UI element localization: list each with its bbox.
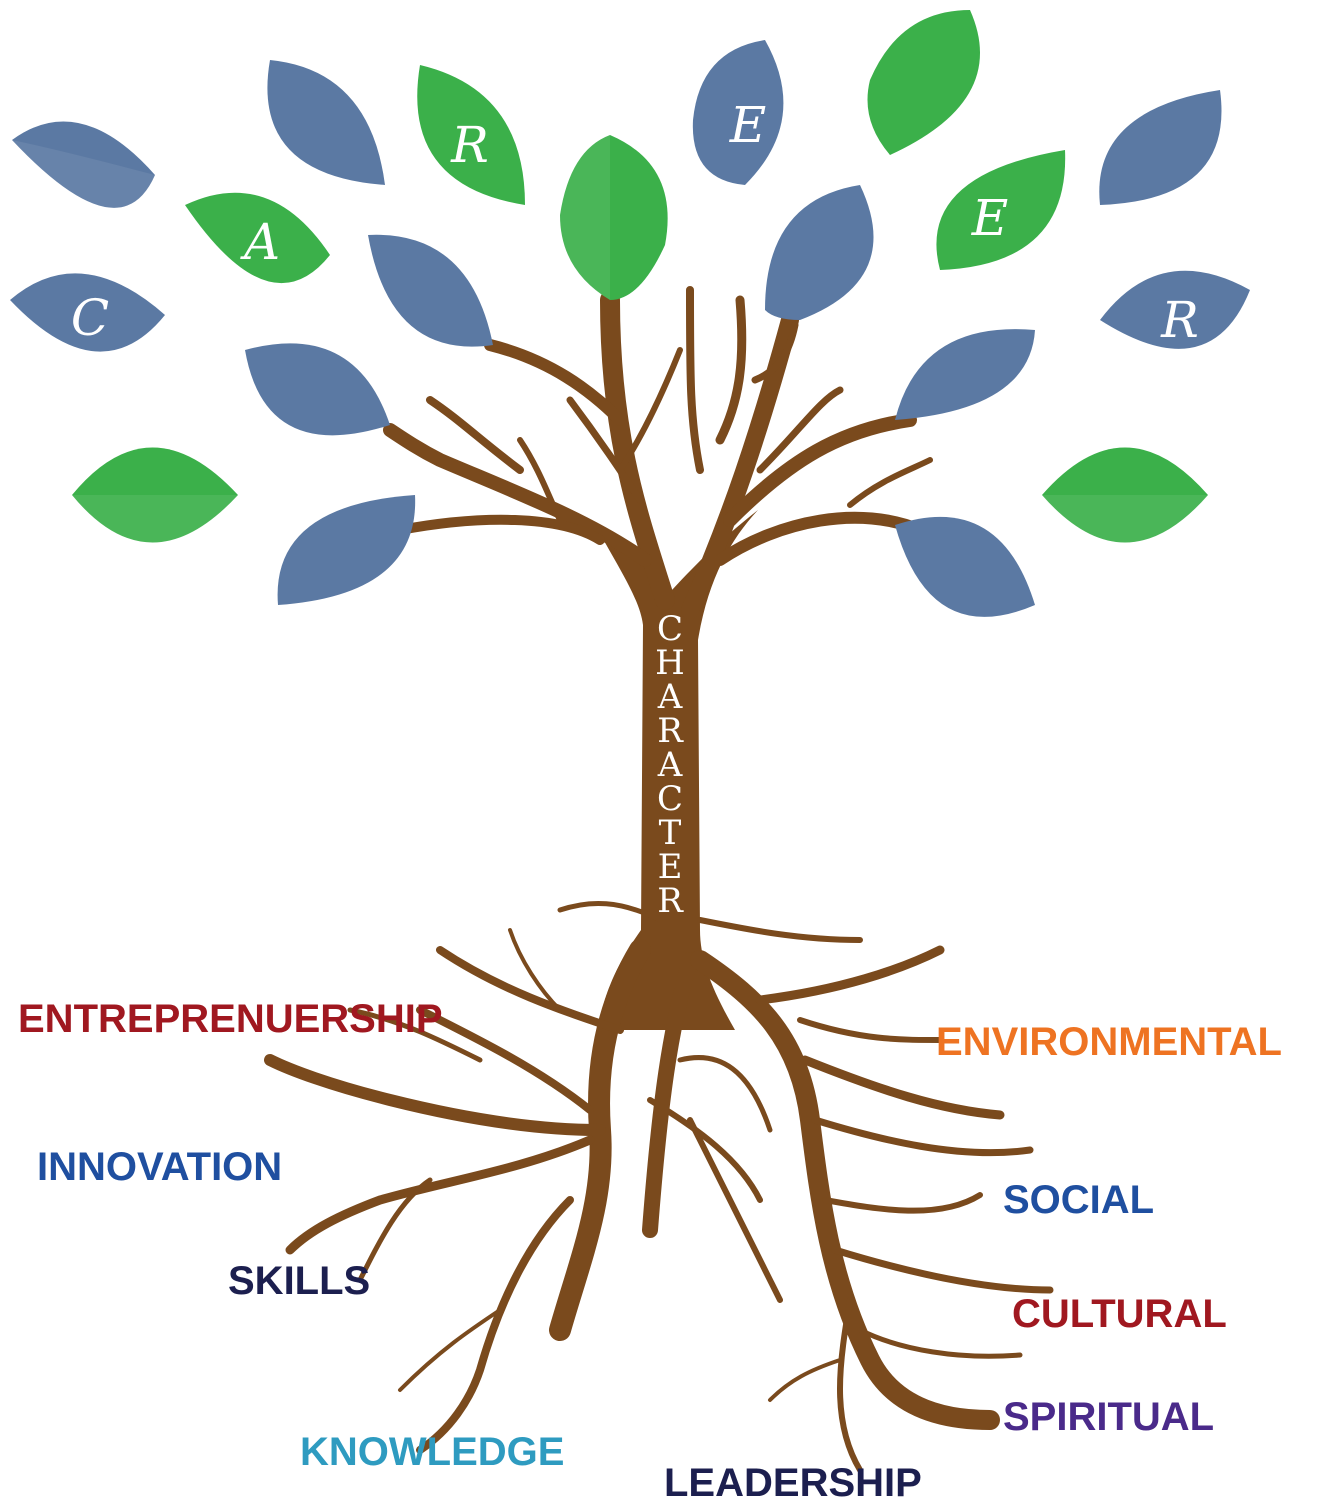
leaf	[1099, 90, 1222, 205]
leaf	[185, 192, 330, 284]
root-label-social: SOCIAL	[1003, 1178, 1154, 1222]
leaf	[895, 329, 1035, 420]
leaf-letter: A	[240, 213, 280, 271]
trunk-letter: E	[658, 847, 683, 887]
leaf-letter: E	[971, 189, 1009, 247]
leaf	[765, 185, 874, 320]
root-label-entreprenuership: ENTREPRENUERSHIP	[18, 997, 443, 1041]
leaf	[72, 447, 238, 543]
leaf	[417, 65, 525, 205]
blue-leaves	[10, 40, 1250, 617]
root-label-knowledge: KNOWLEDGE	[300, 1430, 564, 1474]
leaf	[895, 516, 1035, 617]
trunk-letter: C	[657, 609, 683, 649]
leaf-letter: C	[71, 289, 109, 347]
leaf-letter: R	[1160, 291, 1199, 349]
tree-roots	[264, 901, 1054, 1473]
trunk	[598, 510, 758, 1030]
leaf	[10, 273, 165, 352]
leaf	[1100, 270, 1250, 349]
leaf	[277, 495, 416, 605]
trunk-letter: R	[657, 881, 684, 921]
leaf	[267, 60, 385, 185]
trunk-letter: H	[655, 643, 685, 683]
root-label-cultural: CULTURAL	[1012, 1292, 1227, 1336]
leaf	[692, 40, 784, 185]
leaf-letters: C A R E E R	[71, 96, 1199, 349]
leaf-letter: R	[450, 116, 489, 174]
leaf	[12, 121, 155, 208]
leaf	[368, 234, 493, 347]
leaf	[560, 135, 668, 300]
trunk-letter: A	[657, 745, 683, 785]
root-labels: ENTREPRENUERSHIP INNOVATION SKILLS KNOWL…	[18, 997, 1282, 1501]
leaf-letter: E	[729, 96, 767, 154]
leaf	[245, 343, 390, 436]
root-label-leadership: LEADERSHIP	[664, 1461, 922, 1501]
trunk-letter: C	[657, 779, 683, 819]
root-label-skills: SKILLS	[228, 1259, 370, 1303]
leaf	[936, 150, 1066, 270]
trunk-letter: R	[657, 711, 684, 751]
leaf-highlights	[12, 135, 1208, 543]
root-label-innovation: INNOVATION	[37, 1145, 282, 1189]
trunk-letter: A	[657, 677, 683, 717]
root-label-environmental: ENVIRONMENTAL	[936, 1020, 1282, 1064]
tree-branches	[383, 286, 933, 1030]
leaf	[867, 10, 980, 155]
trunk-letter: T	[659, 813, 682, 853]
root-label-spiritual: SPIRITUAL	[1003, 1395, 1214, 1439]
green-leaves	[72, 10, 1208, 543]
leaf	[1042, 447, 1208, 543]
